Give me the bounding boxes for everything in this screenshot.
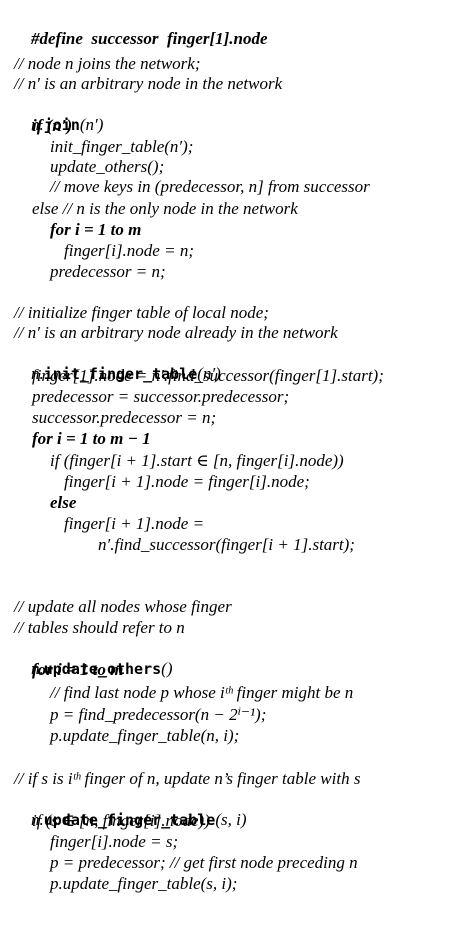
uft-sig-var: n.: [31, 810, 44, 829]
others-signature: n.update_others(): [14, 639, 172, 678]
uft-comment: // if s is iᵗʰ finger of n, update n’s f…: [14, 769, 361, 788]
init-comment-2: // n′ is an arbitrary node already in th…: [14, 323, 338, 342]
init-sig-name: init_finger_table: [43, 365, 198, 383]
init-sig-var: n.: [31, 364, 44, 383]
join-if: if (n′): [32, 116, 73, 135]
join-sig-name: join: [43, 116, 80, 134]
uft-p-assign: p = predecessor; // get first node prece…: [50, 853, 358, 872]
others-p-assign: p = find_predecessor(n − 2ⁱ⁻¹);: [50, 705, 267, 724]
others-comment-3: // find last node p whose iᵗʰ finger mig…: [50, 683, 354, 702]
uft-p-update: p.update_finger_table(s, i);: [50, 874, 238, 893]
define-line: #define successor finger[1].node: [14, 9, 268, 48]
others-sig-name: update_others: [43, 660, 162, 678]
uft-sig-name: update_finger_table: [43, 811, 216, 829]
init-else-body-1: finger[i + 1].node =: [64, 514, 205, 533]
init-else: else: [50, 493, 77, 512]
join-update-call: update_others();: [50, 157, 165, 176]
join-sig-arg: (n′): [79, 115, 104, 134]
others-for: for i = 1 to m: [32, 660, 124, 679]
uft-sig-arg: (s, i): [215, 810, 247, 829]
init-signature: n.init_finger_table(n′): [14, 344, 221, 383]
define-text: #define successor finger[1].node: [31, 29, 268, 48]
others-comment-2: // tables should refer to n: [14, 618, 185, 637]
init-if-body: finger[i + 1].node = finger[i].node;: [64, 472, 310, 491]
join-sig-var: n.: [31, 115, 44, 134]
init-succ-pred: successor.predecessor = n;: [32, 408, 217, 427]
join-for: for i = 1 to m: [50, 220, 142, 239]
others-sig-arg: (): [161, 659, 173, 678]
init-pred: predecessor = successor.predecessor;: [32, 387, 290, 406]
join-init-call: init_finger_table(n′);: [50, 137, 194, 156]
join-signature: n.join(n′): [14, 95, 103, 134]
init-finger1: finger[1].node = n′.find_successor(finge…: [32, 366, 384, 385]
others-p-update: p.update_finger_table(n, i);: [50, 726, 240, 745]
join-else: else // n is the only node in the networ…: [32, 199, 298, 218]
join-finger-assign: finger[i].node = n;: [64, 241, 194, 260]
join-move-comment: // move keys in (predecessor, n] from su…: [50, 177, 370, 196]
join-comment-1: // node n joins the network;: [14, 54, 201, 73]
init-sig-arg: (n′): [197, 364, 221, 383]
others-comment-1: // update all nodes whose finger: [14, 597, 232, 616]
init-if: if (finger[i + 1].start ∈ [n, finger[i].…: [50, 451, 344, 470]
init-comment-1: // initialize finger table of local node…: [14, 303, 269, 322]
uft-finger-assign: finger[i].node = s;: [50, 832, 179, 851]
others-sig-var: n.: [31, 659, 44, 678]
uft-signature: n.update_finger_table(s, i): [14, 790, 247, 829]
join-pred-assign: predecessor = n;: [50, 262, 166, 281]
init-else-body-2: n′.find_successor(finger[i + 1].start);: [98, 535, 355, 554]
join-comment-2: // n′ is an arbitrary node in the networ…: [14, 74, 283, 93]
init-for: for i = 1 to m − 1: [32, 429, 151, 448]
uft-if: if (s ∈ [n, finger[i].node)): [32, 811, 210, 830]
